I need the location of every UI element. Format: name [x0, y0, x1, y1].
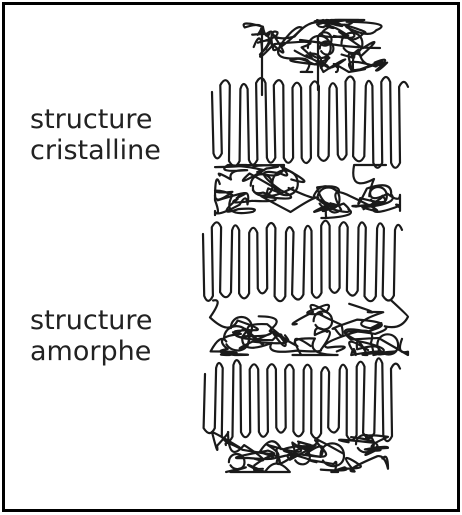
crystalline-lamella-1 — [212, 77, 408, 168]
crystalline-lamella-3 — [204, 358, 400, 441]
crystalline-lamella-2 — [203, 221, 402, 302]
amorphous-region-top-strand — [273, 27, 312, 72]
amorphous-region-top-coil — [342, 33, 363, 53]
amorphous-region-bottom-strand — [226, 464, 290, 472]
